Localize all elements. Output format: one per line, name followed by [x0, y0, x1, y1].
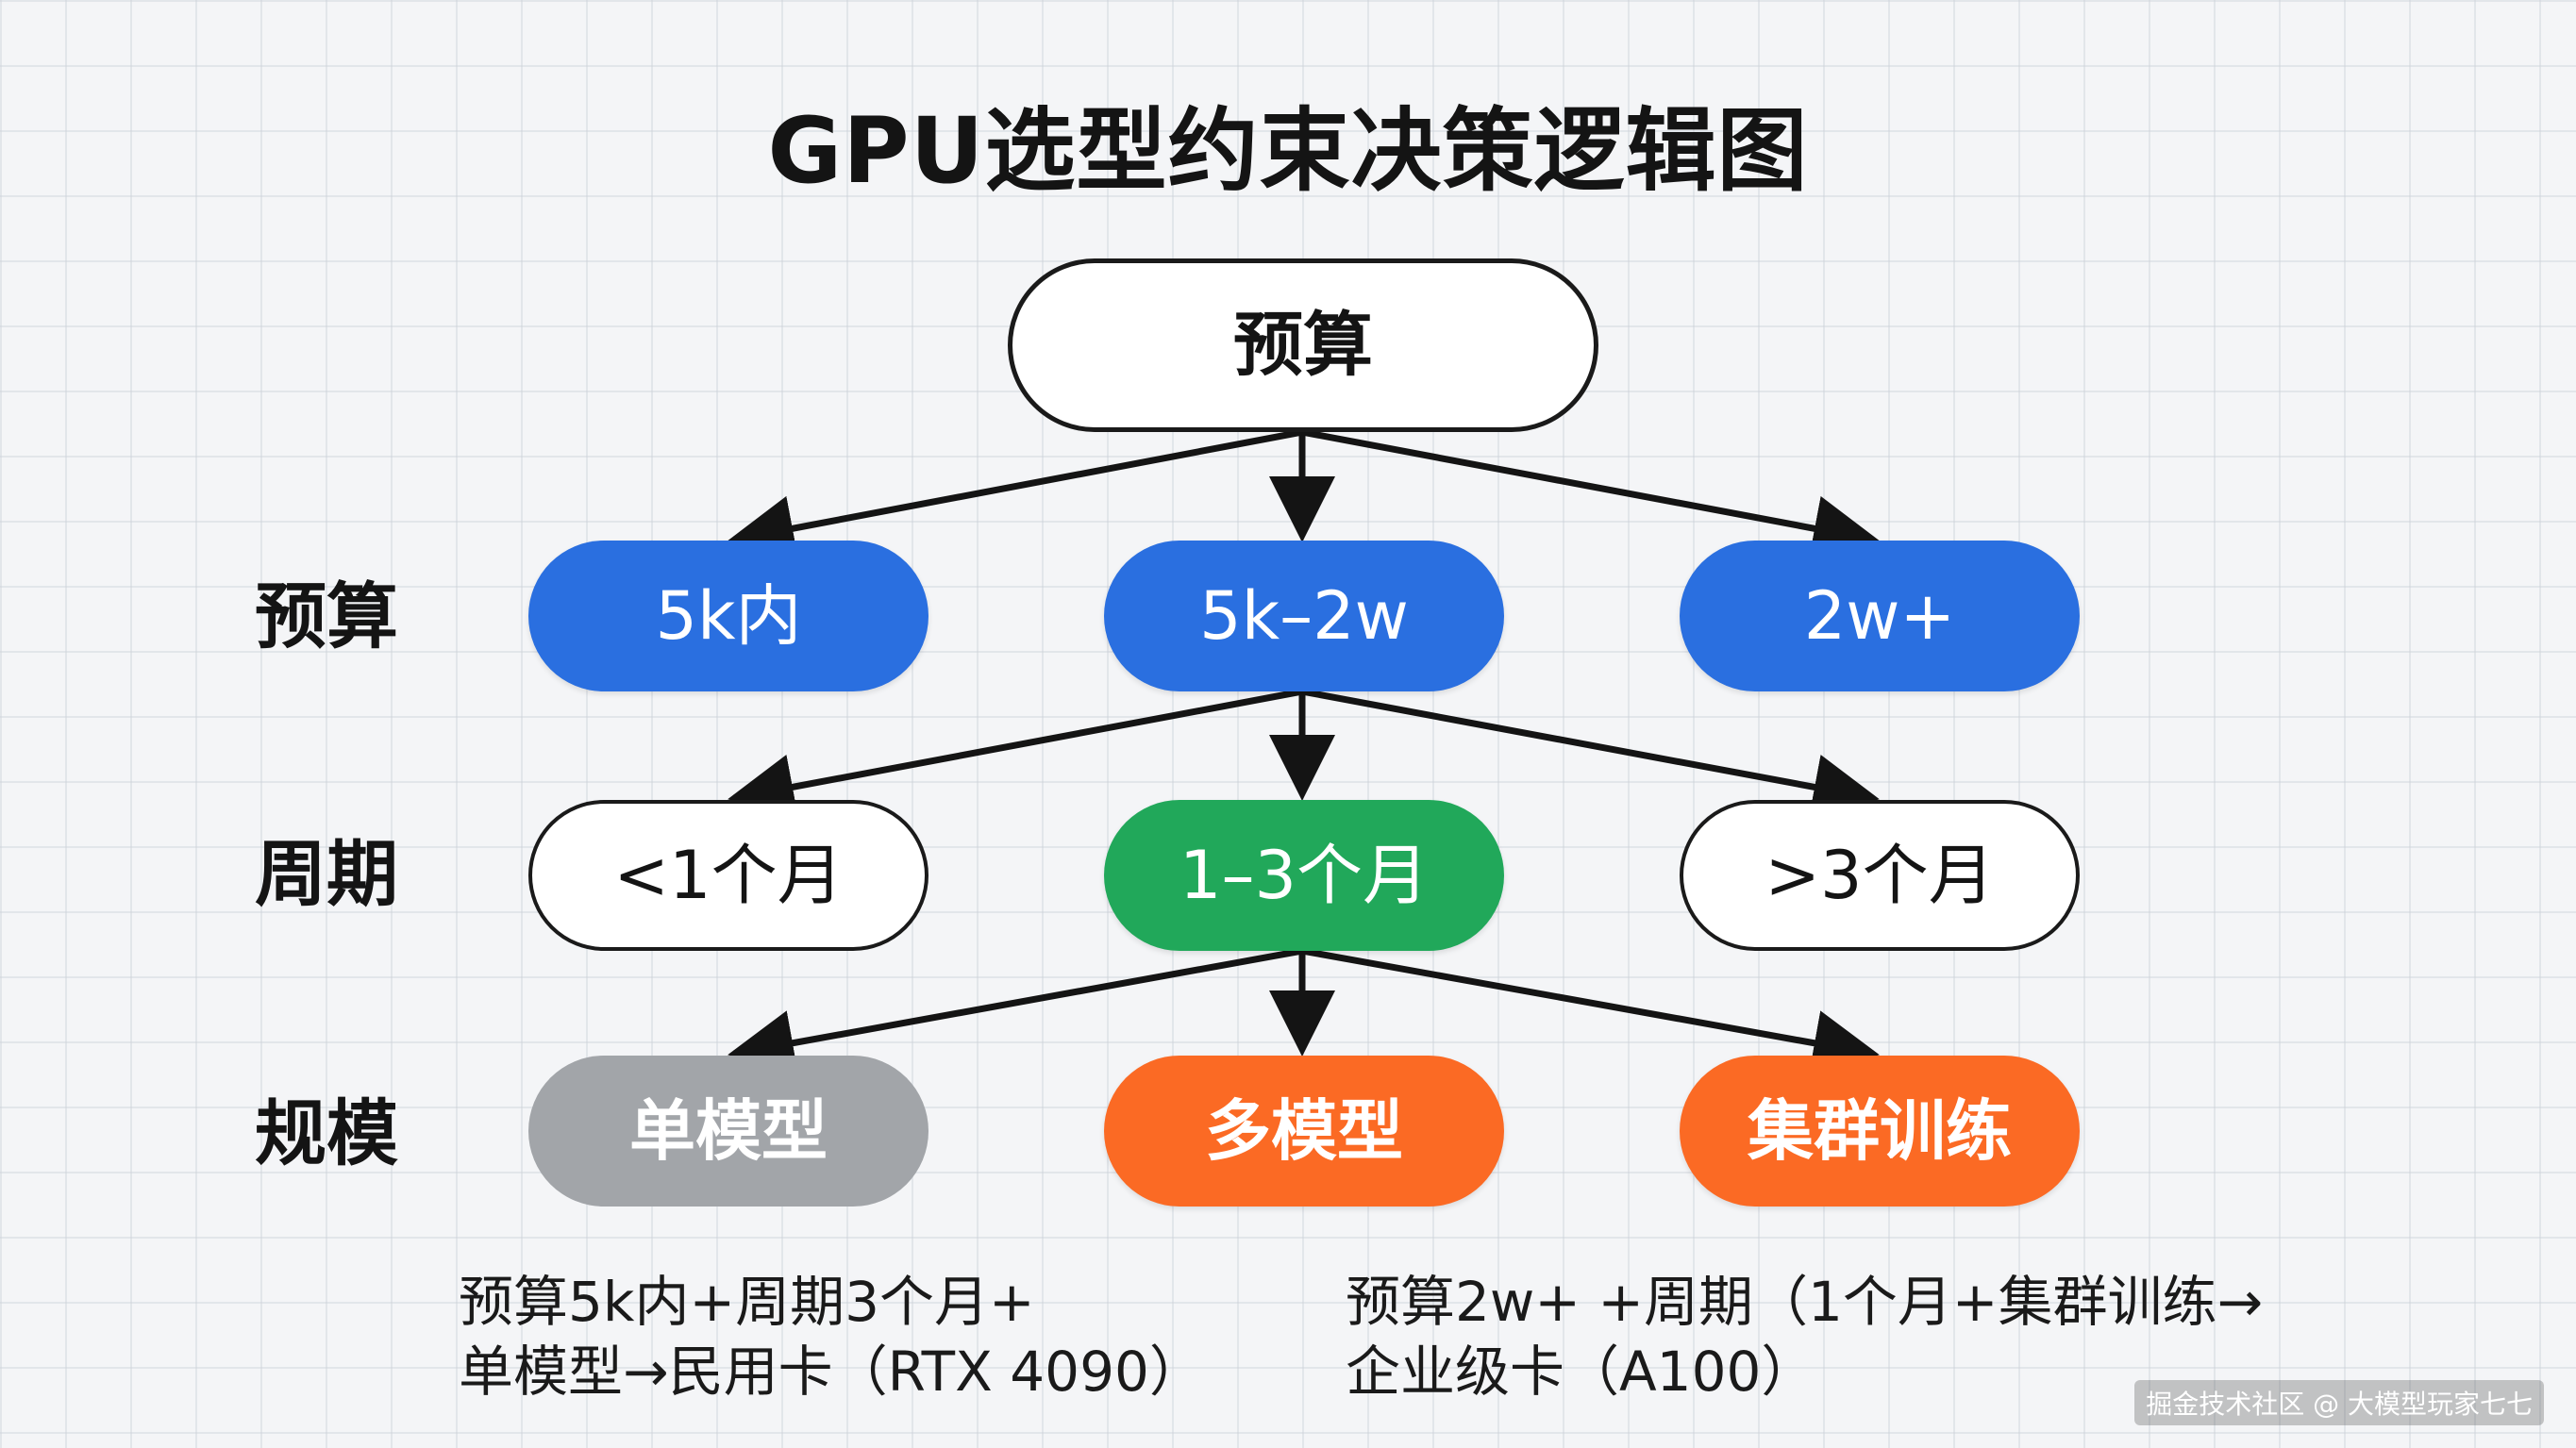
note-right-line-2: 企业级卡（A100） [1346, 1340, 1816, 1404]
scale-option-single-model: 单模型 [528, 1056, 928, 1207]
arrow-1-3m-to-single [728, 947, 1303, 1076]
arrow-5k-2w-to-lt1m [728, 688, 1303, 820]
arrow-root-to-5k [728, 428, 1303, 561]
watermark: 掘金技术社区 @ 大模型玩家七七 [2134, 1380, 2544, 1425]
arrow-5k-2w-to-gt3m [1301, 688, 1880, 820]
cycle-option-under-1-month: <1个月 [528, 800, 928, 951]
root-node-budget: 预算 [1008, 258, 1598, 432]
row-label-cycle: 周期 [255, 832, 398, 916]
budget-option-2w-plus: 2w+ [1680, 541, 2080, 691]
diagram-title: GPU选型约束决策逻辑图 [767, 98, 1809, 204]
budget-option-5k-2w: 5k–2w [1104, 541, 1504, 691]
arrow-root-to-2w-plus [1301, 428, 1880, 561]
row-label-budget: 预算 [255, 574, 398, 658]
scale-option-cluster-training: 集群训练 [1680, 1056, 2080, 1207]
note-left-line-2: 单模型→民用卡（RTX 4090） [459, 1340, 1204, 1404]
budget-option-under-5k: 5k内 [528, 541, 928, 691]
cycle-option-1-3-months: 1–3个月 [1104, 800, 1504, 951]
row-label-scale: 规模 [255, 1091, 398, 1175]
cycle-option-over-3-months: >3个月 [1680, 800, 2080, 951]
note-right-line-1: 预算2w+ +周期（1个月+集群训练→ [1346, 1270, 2264, 1334]
arrow-1-3m-to-cluster [1301, 947, 1880, 1076]
note-right: 预算2w+ +周期（1个月+集群训练→ 企业级卡（A100） [1346, 1267, 2263, 1406]
note-left: 预算5k内+周期3个月+ 单模型→民用卡（RTX 4090） [459, 1267, 1204, 1406]
note-left-line-1: 预算5k内+周期3个月+ [459, 1270, 1035, 1334]
scale-option-multi-model: 多模型 [1104, 1056, 1504, 1207]
